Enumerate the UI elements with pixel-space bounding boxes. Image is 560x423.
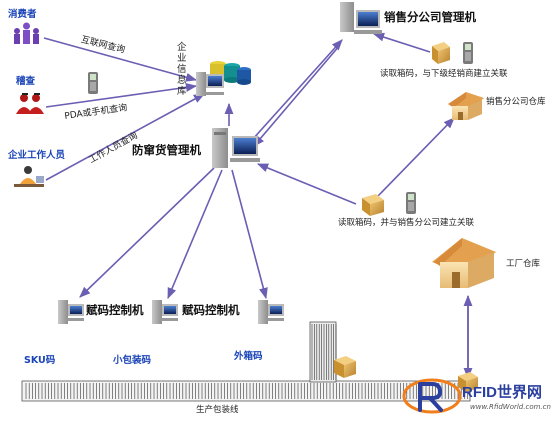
anti-fleeing-label: 防窜货管理机 xyxy=(132,143,201,157)
staff-icon xyxy=(14,166,44,187)
watermark-brand: RFID世界网 xyxy=(462,384,542,401)
enterprise-db-computer-icon xyxy=(196,72,224,96)
branch-warehouse-label: 销售分公司仓库 xyxy=(486,97,546,107)
coder-1-label: 赋码控制机 xyxy=(86,303,144,317)
arrow-antifleeing-to-branch xyxy=(251,39,343,141)
factory-line-box-icon xyxy=(458,372,478,392)
anti-fleeing-computer-icon xyxy=(212,128,260,168)
consumer-icon xyxy=(14,22,39,44)
coder-1-icon xyxy=(58,300,84,324)
arrow-antifleeing-to-coder3 xyxy=(231,169,268,300)
action-read-link-dealer: 读取箱码，与下级经销商建立关联 xyxy=(380,69,508,79)
coder-2-label: 赋码控制机 xyxy=(182,303,240,317)
arrow-antifleeing-to-coder1 xyxy=(79,167,215,298)
action-read-link-branch: 读取箱码，并与销售分公司建立关联 xyxy=(338,218,475,228)
small-pack-code-label: 小包装码 xyxy=(113,355,152,366)
rfid-world-logo xyxy=(402,378,462,414)
reader-box-2-icon xyxy=(362,194,384,216)
pda-icon xyxy=(463,42,473,64)
pda-icon xyxy=(88,72,98,94)
arrow-branch-to-antifleeing xyxy=(253,44,341,147)
arrow-antifleeing-to-coder2 xyxy=(167,169,223,300)
sales-branch-label: 销售分公司管理机 xyxy=(384,10,476,24)
pda-icon xyxy=(406,192,416,214)
arrow-staff-to-db xyxy=(45,93,205,181)
arrow-inspector-to-db xyxy=(45,82,198,108)
reader-box-1-icon xyxy=(432,42,450,64)
factory-warehouse-label: 工厂仓库 xyxy=(506,259,541,269)
inspector-label: 稽查 xyxy=(16,76,36,87)
sales-branch-computer-icon xyxy=(340,2,382,34)
arrow-reader-to-antifleeing xyxy=(256,163,357,205)
inspector-icon xyxy=(16,93,44,114)
arrow-reader-to-branch xyxy=(372,32,431,53)
staff-label: 企业工作人员 xyxy=(8,150,66,161)
arrows xyxy=(43,32,473,380)
enterprise-db-label: 企业信息库 xyxy=(177,42,187,97)
sku-code-label: SKU码 xyxy=(24,355,56,366)
arrow-consumer-to-db xyxy=(43,37,198,82)
production-line-label: 生产包装线 xyxy=(196,405,239,415)
coder-2-icon xyxy=(152,300,178,324)
line-box-icon xyxy=(334,356,356,378)
watermark-url: www.RfidWorld.com.cn xyxy=(470,403,551,411)
coder-3-icon xyxy=(258,300,284,324)
arrow-box-to-branch-warehouse xyxy=(377,117,455,197)
consumer-label: 消费者 xyxy=(8,9,37,20)
outer-box-code-label: 外箱码 xyxy=(234,351,263,362)
factory-warehouse-icon xyxy=(432,238,496,288)
branch-warehouse-icon xyxy=(448,92,484,120)
